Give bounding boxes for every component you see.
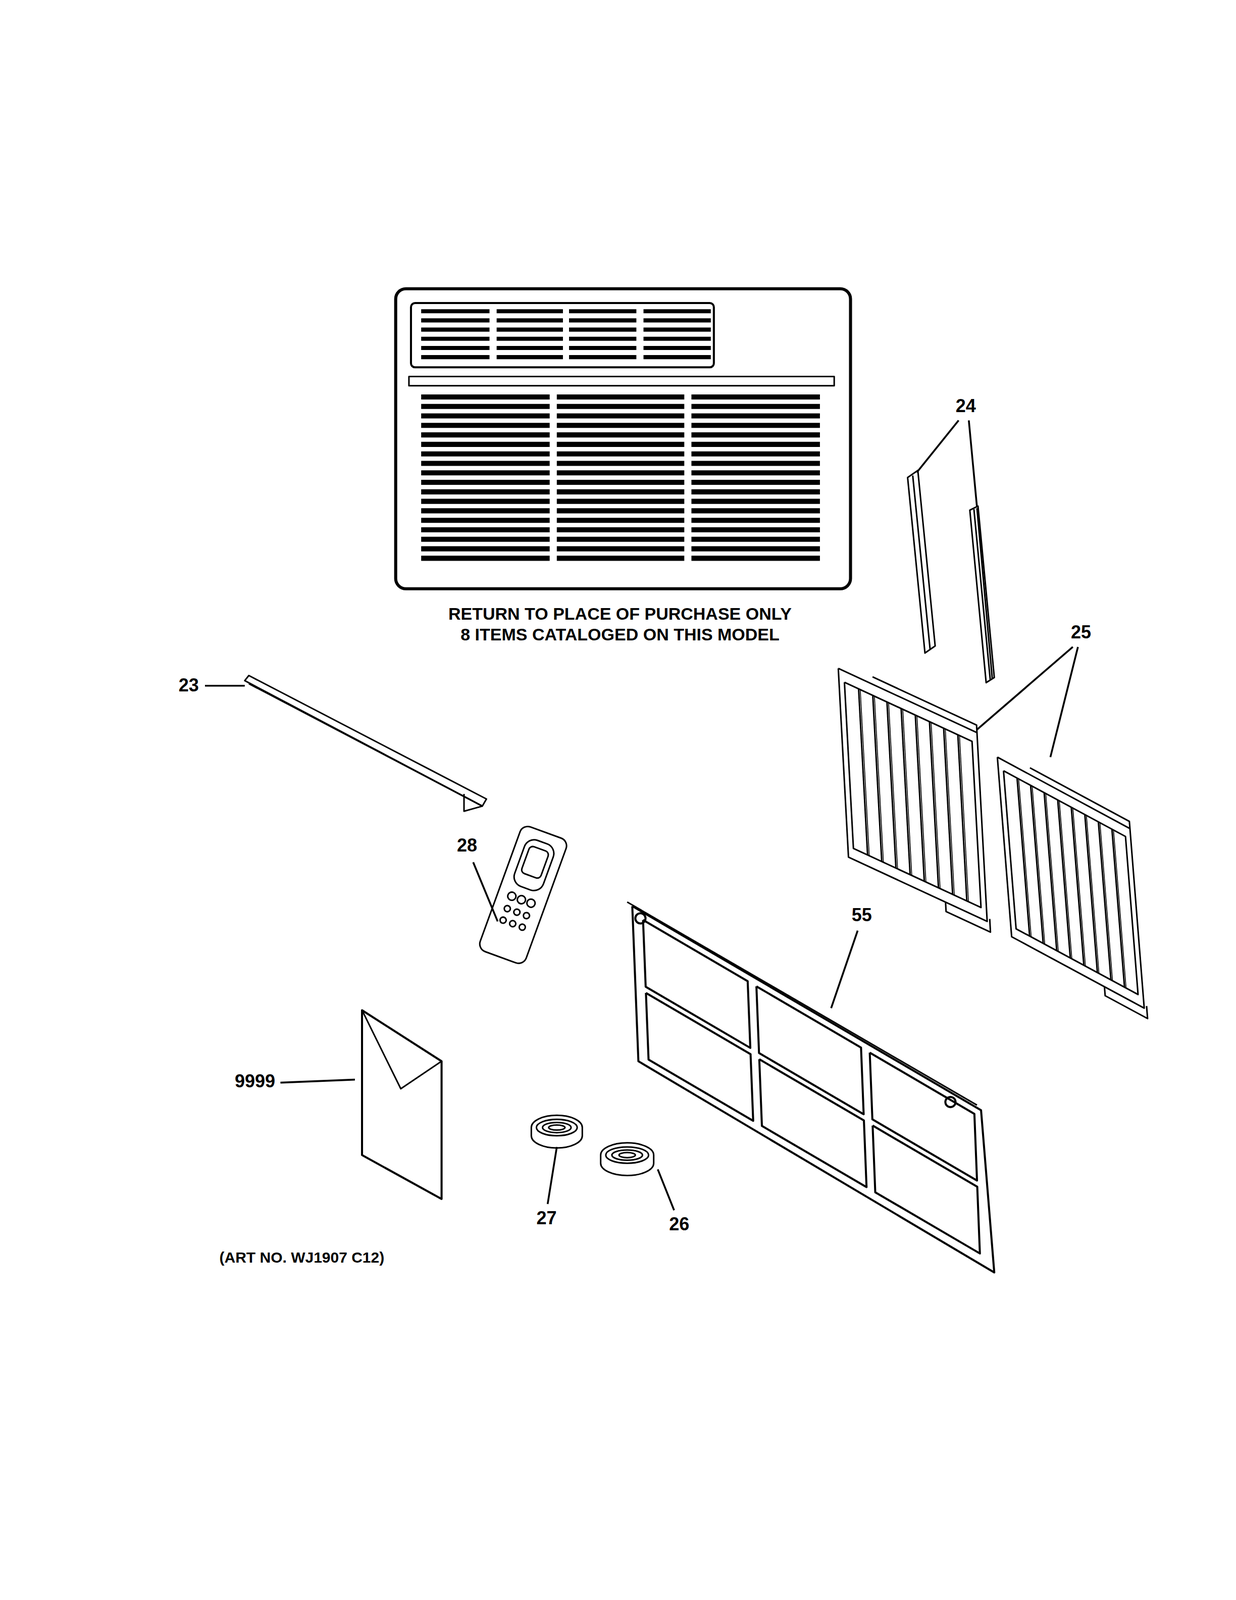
callout-number: 24	[955, 394, 976, 417]
literature-envelope	[362, 1009, 442, 1199]
callout-number: 9999	[234, 1069, 276, 1092]
note-text: RETURN TO PLACE OF PURCHASE ONLY 8 ITEMS…	[418, 603, 822, 645]
callout-number: 23	[178, 674, 199, 697]
top-channel	[244, 675, 487, 812]
callout-number: 26	[668, 1212, 690, 1235]
side-panel	[838, 667, 991, 932]
foam-pad	[531, 1114, 583, 1148]
side-panel	[997, 756, 1148, 1019]
leader-line	[204, 420, 1078, 1210]
art-number: (ART NO. WJ1907 C12)	[219, 1248, 385, 1267]
air-conditioner-unit	[395, 288, 851, 589]
side-strip	[907, 470, 995, 683]
air-filter	[627, 901, 995, 1272]
remote-control	[477, 824, 570, 966]
callout-number: 28	[456, 834, 478, 857]
foam-pad	[600, 1142, 654, 1176]
callout-number: 55	[851, 903, 872, 926]
callout-number: 25	[1070, 621, 1092, 644]
callout-number: 27	[536, 1206, 557, 1229]
